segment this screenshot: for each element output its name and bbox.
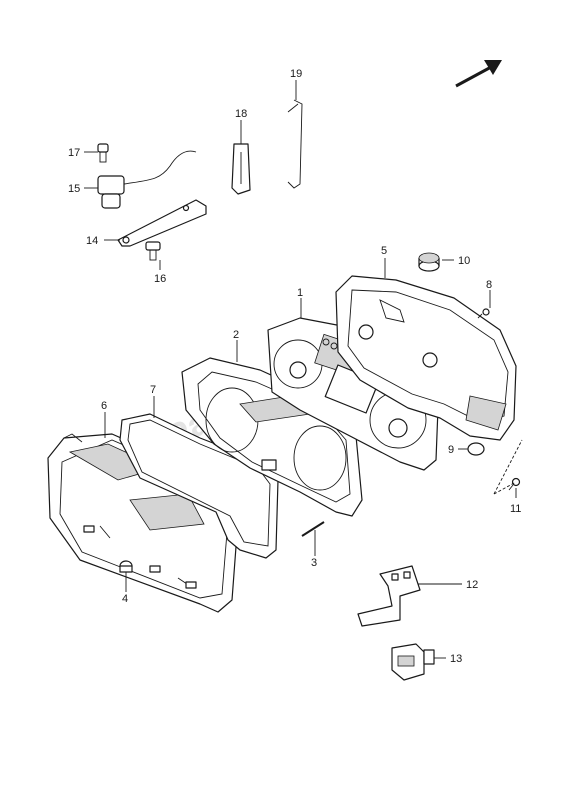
part-11-screw xyxy=(508,477,521,491)
callout-17: 17 xyxy=(68,147,80,159)
part-8-screw xyxy=(477,308,490,319)
part-4-nut xyxy=(119,560,133,573)
part-17-bolt xyxy=(97,143,109,163)
part-11-guide xyxy=(493,439,523,495)
callout-16: 16 xyxy=(154,273,166,285)
callout-10: 10 xyxy=(458,255,470,267)
callout-2: 2 xyxy=(233,329,239,341)
part-3-pin xyxy=(301,521,325,537)
callout-6: 6 xyxy=(101,400,107,412)
callout-3: 3 xyxy=(311,557,317,569)
part-18-clip xyxy=(231,143,251,195)
callout-labels: 1 2 3 4 5 6 7 8 9 10 11 12 13 14 15 16 1… xyxy=(68,68,521,665)
part-19-hanger xyxy=(287,99,303,189)
part-12-bracket xyxy=(357,565,421,627)
callout-12: 12 xyxy=(466,579,478,591)
callout-9: 9 xyxy=(448,444,454,456)
callout-18: 18 xyxy=(235,108,247,120)
callout-1: 1 xyxy=(297,287,303,299)
part-1-gauge-board xyxy=(267,317,439,471)
callout-8: 8 xyxy=(486,279,492,291)
callout-13: 13 xyxy=(450,653,462,665)
part-7-gasket xyxy=(119,413,279,559)
callout-4: 4 xyxy=(122,593,128,605)
leader-lines xyxy=(84,80,517,659)
part-13-connector xyxy=(391,643,435,681)
callout-11: 11 xyxy=(510,503,521,515)
callout-19: 19 xyxy=(290,68,302,80)
part-9-cushion xyxy=(467,442,485,456)
callout-14: 14 xyxy=(86,235,98,247)
callout-7: 7 xyxy=(150,384,156,396)
callout-5: 5 xyxy=(381,245,387,257)
part-14-stay xyxy=(117,199,207,247)
part-5-rear-case xyxy=(335,275,517,441)
front-direction-arrow-icon xyxy=(455,60,502,88)
part-10-grommet xyxy=(418,252,440,272)
callout-15: 15 xyxy=(68,183,80,195)
part-15-sensor xyxy=(97,150,197,209)
part-16-bolt xyxy=(145,241,161,261)
